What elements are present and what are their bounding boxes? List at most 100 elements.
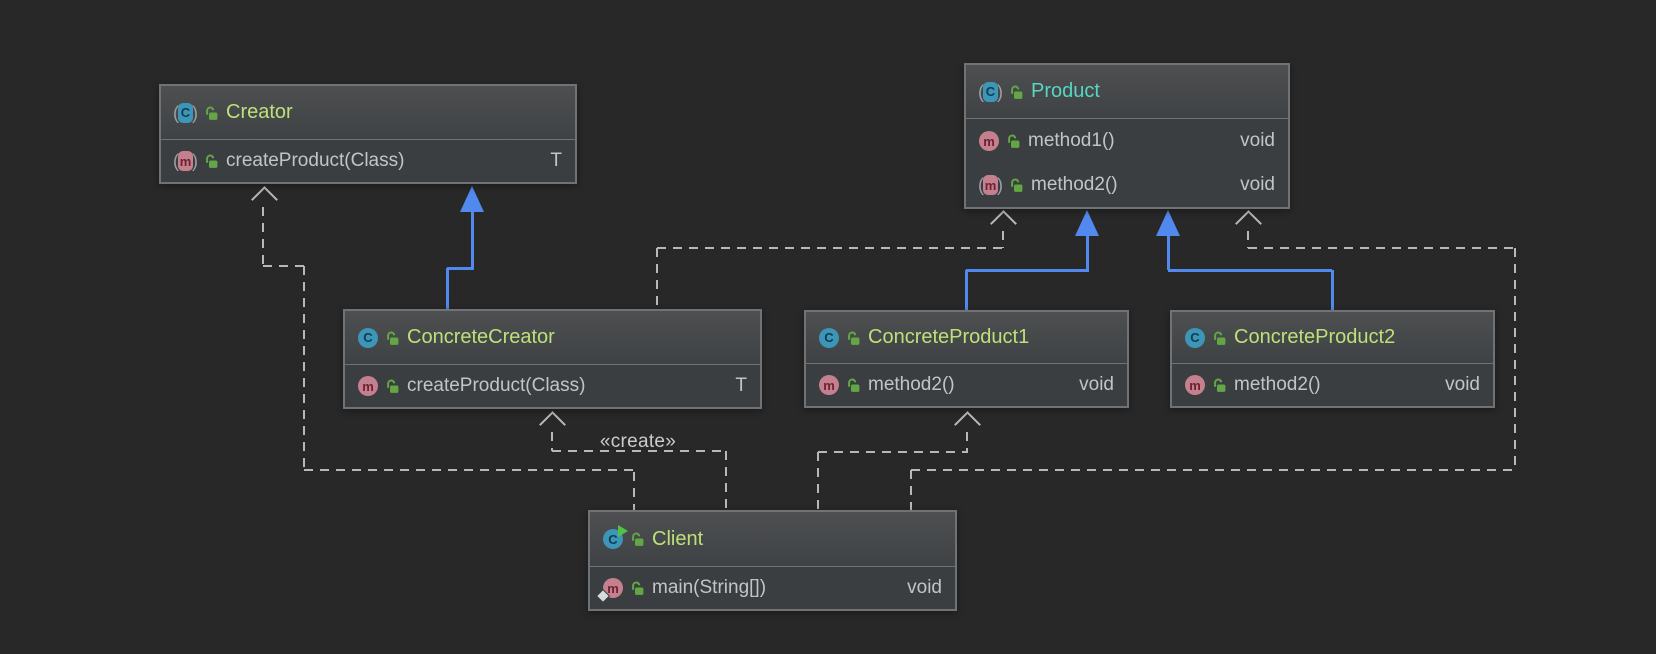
member-return-type: void: [1240, 130, 1275, 151]
abstract-class-icon: (C): [978, 81, 1003, 102]
concrete-product-1-extends-product-edge-segment[interactable]: [1086, 236, 1089, 270]
class-icon: C: [819, 327, 839, 348]
concrete-creator-depends-product-edge-segment[interactable]: [1002, 231, 1004, 248]
concrete-creator-extends-creator-edge-segment[interactable]: [446, 268, 449, 309]
concrete-product-1-extends-product-edge-segment[interactable]: [965, 270, 968, 310]
class-node-header[interactable]: C Client: [590, 512, 955, 567]
method-icon: m: [1185, 375, 1205, 395]
member-return-type: void: [1079, 374, 1114, 395]
client-depends-product-edge-segment[interactable]: [911, 469, 1516, 471]
static-method-icon: m: [597, 578, 623, 602]
member-row[interactable]: m method2() void: [1172, 364, 1493, 406]
public-lock-icon: [1010, 84, 1023, 100]
public-lock-icon: [1213, 377, 1226, 393]
member-row[interactable]: m main(String[]) void: [590, 567, 955, 609]
client-depends-creator-edge-segment[interactable]: [263, 265, 304, 267]
member-return-type: void: [907, 577, 942, 598]
concrete-product-2-extends-product-edge-segment[interactable]: [1168, 269, 1332, 272]
class-node-creator[interactable]: (C) Creator (m) createProduct(Class) T: [159, 84, 577, 184]
public-lock-icon: [847, 330, 860, 346]
member-row[interactable]: m createProduct(Class) T: [345, 365, 760, 407]
concrete-product-1-extends-product-arrowhead[interactable]: [1075, 210, 1099, 236]
class-name: Product: [1031, 80, 1100, 102]
class-icon: C: [1185, 327, 1205, 348]
concrete-creator-extends-creator-arrowhead[interactable]: [460, 186, 484, 212]
member-name: method1(): [1028, 130, 1115, 151]
member-row[interactable]: (m) createProduct(Class) T: [161, 140, 575, 182]
member-row[interactable]: m method2() void: [806, 364, 1127, 406]
abstract-method-icon: (m): [173, 151, 198, 171]
member-row[interactable]: m method1() void: [966, 119, 1288, 163]
concrete-creator-extends-creator-edge-segment[interactable]: [447, 267, 474, 270]
client-depends-concrete-product-1-edge-segment[interactable]: [818, 451, 968, 453]
public-lock-icon: [847, 377, 860, 393]
member-return-type: void: [1240, 174, 1275, 195]
public-lock-icon: [386, 378, 399, 394]
class-icon: C: [358, 327, 378, 348]
class-node-product[interactable]: (C) Product m method1() void (m) method2() void: [964, 63, 1290, 209]
abstract-method-icon: (m): [978, 175, 1003, 195]
concrete-product-2-extends-product-arrowhead[interactable]: [1156, 210, 1180, 236]
class-name: Creator: [226, 101, 293, 123]
abstract-class-icon: (C): [173, 102, 198, 123]
client-creates-concrete-creator-edge-segment[interactable]: [552, 450, 727, 452]
client-depends-product-edge-segment[interactable]: [910, 470, 912, 510]
public-lock-icon: [1007, 133, 1020, 149]
member-name: method2(): [868, 374, 955, 395]
client-depends-product-edge-segment[interactable]: [1247, 231, 1249, 248]
create-edge-label: «create»: [599, 431, 677, 452]
member-return-type: T: [550, 150, 562, 171]
concrete-product-1-extends-product-edge-segment[interactable]: [966, 269, 1089, 272]
class-node-header[interactable]: (C) Product: [966, 65, 1288, 119]
client-depends-product-edge-segment[interactable]: [1514, 248, 1516, 470]
concrete-creator-extends-creator-edge-segment[interactable]: [471, 212, 474, 268]
class-node-header[interactable]: C ConcreteProduct1: [806, 312, 1127, 364]
client-depends-concrete-product-1-edge-segment[interactable]: [966, 432, 968, 452]
member-return-type: void: [1445, 374, 1480, 395]
client-depends-creator-edge-segment[interactable]: [262, 207, 264, 266]
class-node-concrete-product-2[interactable]: C ConcreteProduct2 m method2() void: [1170, 310, 1495, 408]
class-name: Client: [652, 527, 704, 550]
concrete-creator-depends-product-edge-segment[interactable]: [657, 247, 1004, 249]
class-name: ConcreteProduct2: [1234, 326, 1396, 348]
concrete-creator-depends-product-edge-segment[interactable]: [656, 248, 658, 309]
public-lock-icon: [205, 153, 218, 169]
method-icon: m: [358, 376, 378, 396]
member-name: method2(): [1031, 174, 1118, 195]
member-return-type: T: [735, 375, 747, 396]
class-node-header[interactable]: (C) Creator: [161, 86, 575, 140]
method-icon: m: [979, 131, 999, 151]
client-depends-product-edge-segment[interactable]: [1248, 247, 1516, 249]
client-depends-creator-edge-segment[interactable]: [304, 469, 636, 471]
class-node-header[interactable]: C ConcreteProduct2: [1172, 312, 1493, 364]
member-row[interactable]: (m) method2() void: [966, 163, 1288, 207]
client-depends-creator-edge-segment[interactable]: [633, 472, 635, 510]
class-node-concrete-creator[interactable]: C ConcreteCreator m createProduct(Class) T: [343, 309, 762, 409]
public-lock-icon: [1010, 177, 1023, 193]
public-lock-icon: [631, 580, 644, 596]
method-icon: m: [819, 375, 839, 395]
client-depends-creator-edge-segment[interactable]: [303, 266, 305, 470]
member-name: createProduct(Class): [407, 375, 586, 396]
class-name: ConcreteProduct1: [868, 326, 1030, 348]
public-lock-icon: [205, 105, 218, 121]
runnable-class-icon: C: [603, 525, 628, 549]
client-depends-concrete-product-1-edge-segment[interactable]: [817, 452, 819, 510]
member-name: createProduct(Class): [226, 150, 405, 171]
concrete-product-2-extends-product-edge-segment[interactable]: [1331, 270, 1334, 310]
client-creates-concrete-creator-edge-segment[interactable]: [725, 451, 727, 510]
member-name: main(String[]): [652, 577, 767, 598]
run-overlay-icon: [618, 525, 628, 537]
class-node-concrete-product-1[interactable]: C ConcreteProduct1 m method2() void: [804, 310, 1129, 408]
class-name: ConcreteCreator: [407, 326, 555, 348]
public-lock-icon: [1213, 330, 1226, 346]
class-node-client[interactable]: C Client m main(String[]) void: [588, 510, 957, 611]
public-lock-icon: [386, 330, 399, 346]
member-name: method2(): [1234, 374, 1321, 395]
concrete-product-2-extends-product-edge-segment[interactable]: [1167, 236, 1170, 270]
class-node-header[interactable]: C ConcreteCreator: [345, 311, 760, 365]
client-creates-concrete-creator-edge-segment[interactable]: [551, 432, 553, 451]
